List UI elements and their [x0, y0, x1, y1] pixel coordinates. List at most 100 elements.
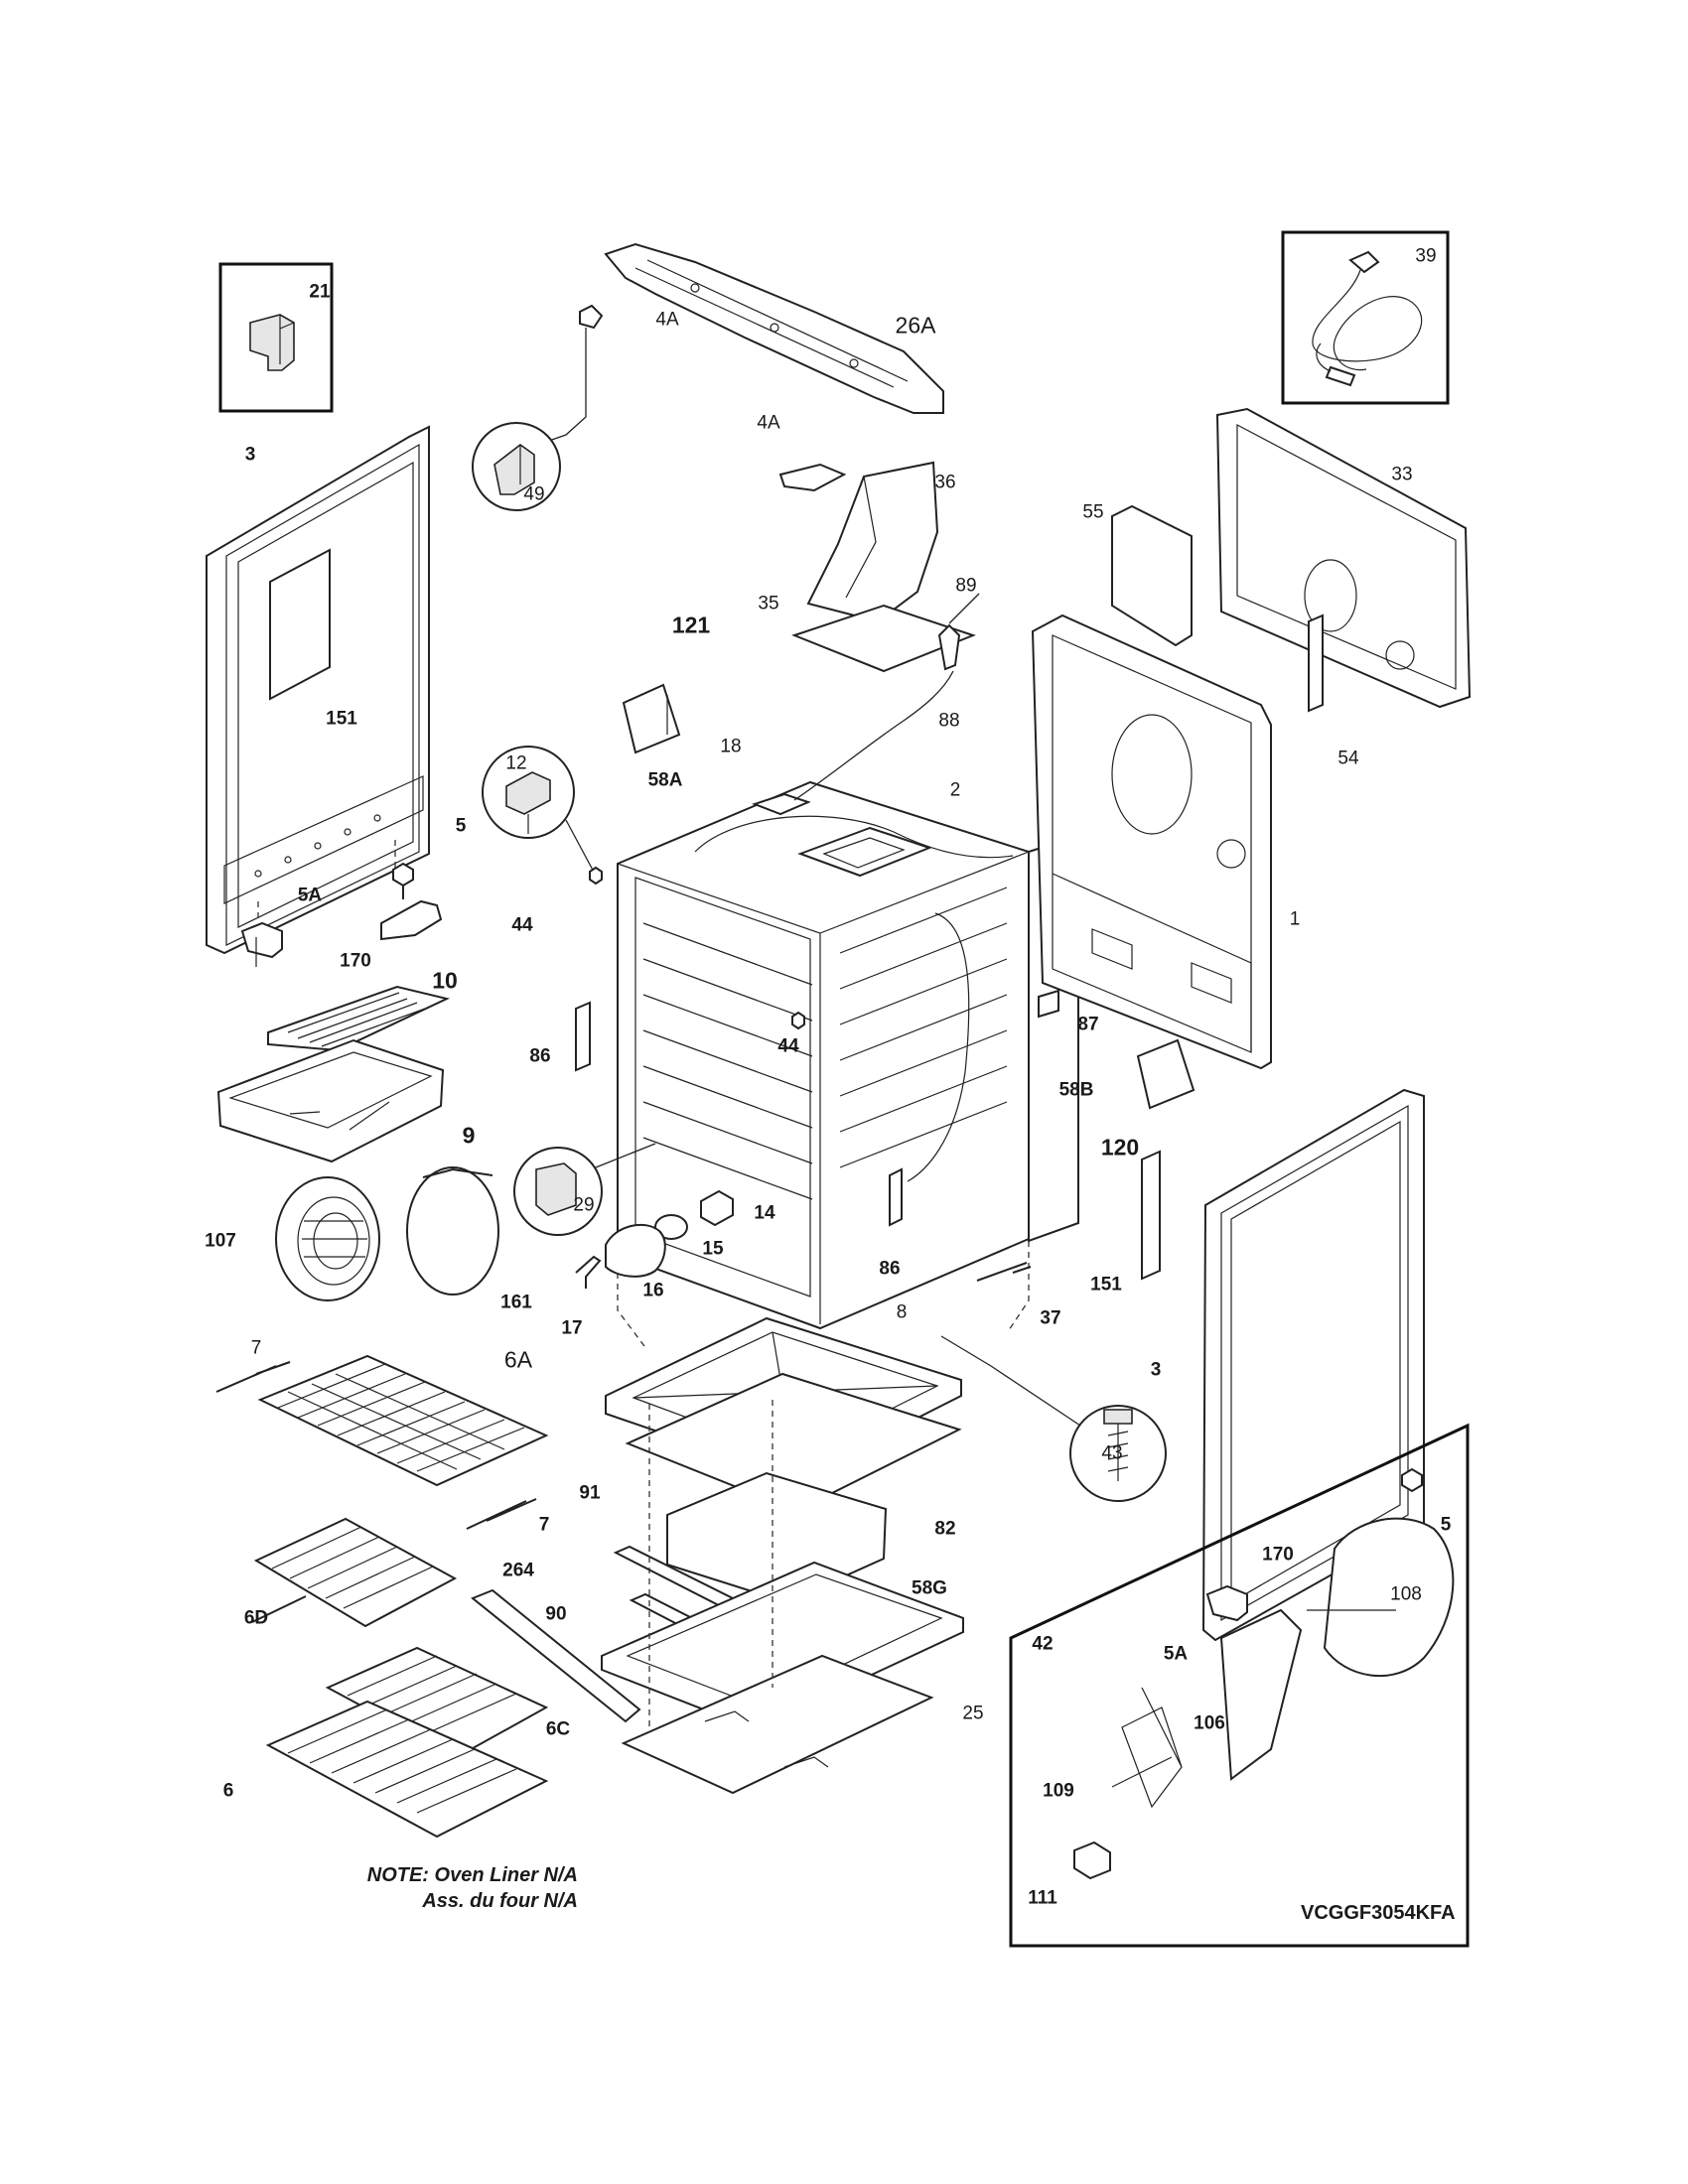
callout-107: 107: [205, 1230, 236, 1252]
callout-88: 88: [938, 710, 960, 732]
part-54-bracket: [1308, 614, 1324, 713]
callout-58a: 58A: [647, 769, 683, 791]
callout-16: 16: [642, 1280, 664, 1301]
part-120-bracket: [1136, 1038, 1196, 1110]
callout-8: 8: [896, 1301, 908, 1323]
callout-109: 109: [1043, 1780, 1074, 1802]
callout-86-left: 86: [529, 1045, 551, 1067]
part-4a-bracket: [778, 463, 847, 492]
callout-39: 39: [1415, 245, 1437, 267]
callout-21: 21: [309, 281, 331, 303]
callout-87: 87: [1077, 1014, 1099, 1035]
callout-7-top: 7: [250, 1337, 262, 1359]
part-89-88-sensor: [937, 593, 980, 671]
callout-2: 2: [949, 779, 961, 801]
part-151-bracket: [1141, 1150, 1161, 1281]
callout-170-left: 170: [340, 950, 371, 972]
callout-58b: 58B: [1058, 1079, 1094, 1101]
part-1-back-panel: [1031, 614, 1272, 1070]
callout-90: 90: [545, 1603, 567, 1625]
callout-17: 17: [561, 1317, 583, 1339]
callout-121: 121: [671, 612, 711, 638]
callout-36: 36: [934, 472, 956, 493]
callout-1: 1: [1289, 908, 1301, 930]
callout-151-right: 151: [1090, 1274, 1122, 1296]
callout-25: 25: [962, 1703, 984, 1724]
part-42-bottom-frame: [601, 1561, 964, 1731]
callout-37: 37: [1040, 1307, 1061, 1329]
part-55-cover: [1111, 504, 1193, 647]
callout-12: 12: [505, 752, 527, 774]
fan-motor-inset: [1009, 1423, 1470, 1948]
part-161-element: [406, 1166, 499, 1296]
callout-161: 161: [500, 1292, 532, 1313]
part-4a-clip: [472, 304, 604, 511]
part-33-back-cover: [1215, 407, 1472, 709]
callout-5-right: 5: [1440, 1514, 1452, 1536]
part-6d-rack: [251, 1517, 458, 1628]
part-17-clip: [575, 1255, 602, 1289]
note-block: NOTE: Oven Liner N/A Ass. du four N/A: [328, 1862, 578, 1914]
callout-18: 18: [720, 736, 742, 757]
part-21-inset: [218, 262, 334, 413]
callout-106: 106: [1194, 1712, 1225, 1734]
callout-15: 15: [702, 1238, 724, 1260]
note-line-1: NOTE: Oven Liner N/A: [366, 1864, 578, 1886]
vertical-dash-guides: [648, 1400, 774, 1731]
callout-26a: 26A: [895, 312, 936, 339]
part-25-bottom-cover: [621, 1654, 934, 1795]
callout-4a-top: 4A: [655, 309, 679, 331]
callout-6: 6: [222, 1780, 234, 1802]
callout-54: 54: [1337, 748, 1359, 769]
callout-6a: 6A: [503, 1346, 533, 1373]
part-16-lens: [605, 1223, 666, 1278]
callout-44-center: 44: [777, 1035, 799, 1057]
part-5-hinge-set-left: [240, 862, 443, 967]
part-43-screw-detail: [940, 1335, 1167, 1502]
part-39-inset: [1281, 230, 1450, 405]
callout-43: 43: [1101, 1442, 1123, 1464]
part-6a-rack: [215, 1354, 549, 1530]
part-37-wire: [976, 1262, 1032, 1282]
part-10-9-broiler-pan: [216, 985, 450, 1163]
part-6-rack: [265, 1700, 549, 1839]
part-86-brackets: [575, 1001, 903, 1227]
callout-29: 29: [573, 1194, 595, 1216]
part-12-detail: [482, 746, 597, 877]
part-26a-bracket: [604, 242, 944, 414]
callout-170-right: 170: [1262, 1544, 1294, 1566]
callout-33: 33: [1391, 464, 1413, 485]
callout-14: 14: [754, 1202, 775, 1224]
model-number: VCGGF3054KFA: [1301, 1902, 1456, 1924]
callout-9: 9: [462, 1122, 476, 1149]
callout-49: 49: [523, 483, 545, 505]
part-121-bracket: [622, 683, 681, 754]
callout-6c: 6C: [545, 1718, 571, 1740]
callout-5-left: 5: [455, 815, 467, 837]
part-264-strip: [471, 1588, 641, 1723]
part-3-right-panel: [1201, 1088, 1425, 1642]
note-line-2: Ass. du four N/A: [422, 1890, 578, 1912]
part-3-left-panel: [206, 425, 430, 955]
callout-91: 91: [579, 1482, 601, 1504]
callout-120: 120: [1100, 1134, 1140, 1160]
callout-3-top: 3: [244, 444, 256, 466]
part-2-top-plate: [752, 670, 954, 878]
part-29-detail: [513, 1143, 656, 1236]
part-44-screws: [589, 866, 805, 1030]
callout-6d: 6D: [243, 1607, 269, 1629]
callout-10: 10: [432, 967, 458, 994]
callout-111: 111: [1028, 1887, 1057, 1909]
callout-4a-middle: 4A: [757, 412, 780, 434]
callout-3-bottom: 3: [1150, 1359, 1162, 1381]
callout-58g: 58G: [912, 1577, 947, 1599]
callout-42: 42: [1032, 1633, 1054, 1655]
callout-5a-right: 5A: [1163, 1643, 1189, 1665]
callout-55: 55: [1082, 501, 1104, 523]
callout-44-left: 44: [511, 914, 533, 936]
part-107-fan-cover: [275, 1176, 380, 1301]
part-35-36-flue: [791, 461, 976, 673]
callout-35: 35: [758, 593, 779, 614]
